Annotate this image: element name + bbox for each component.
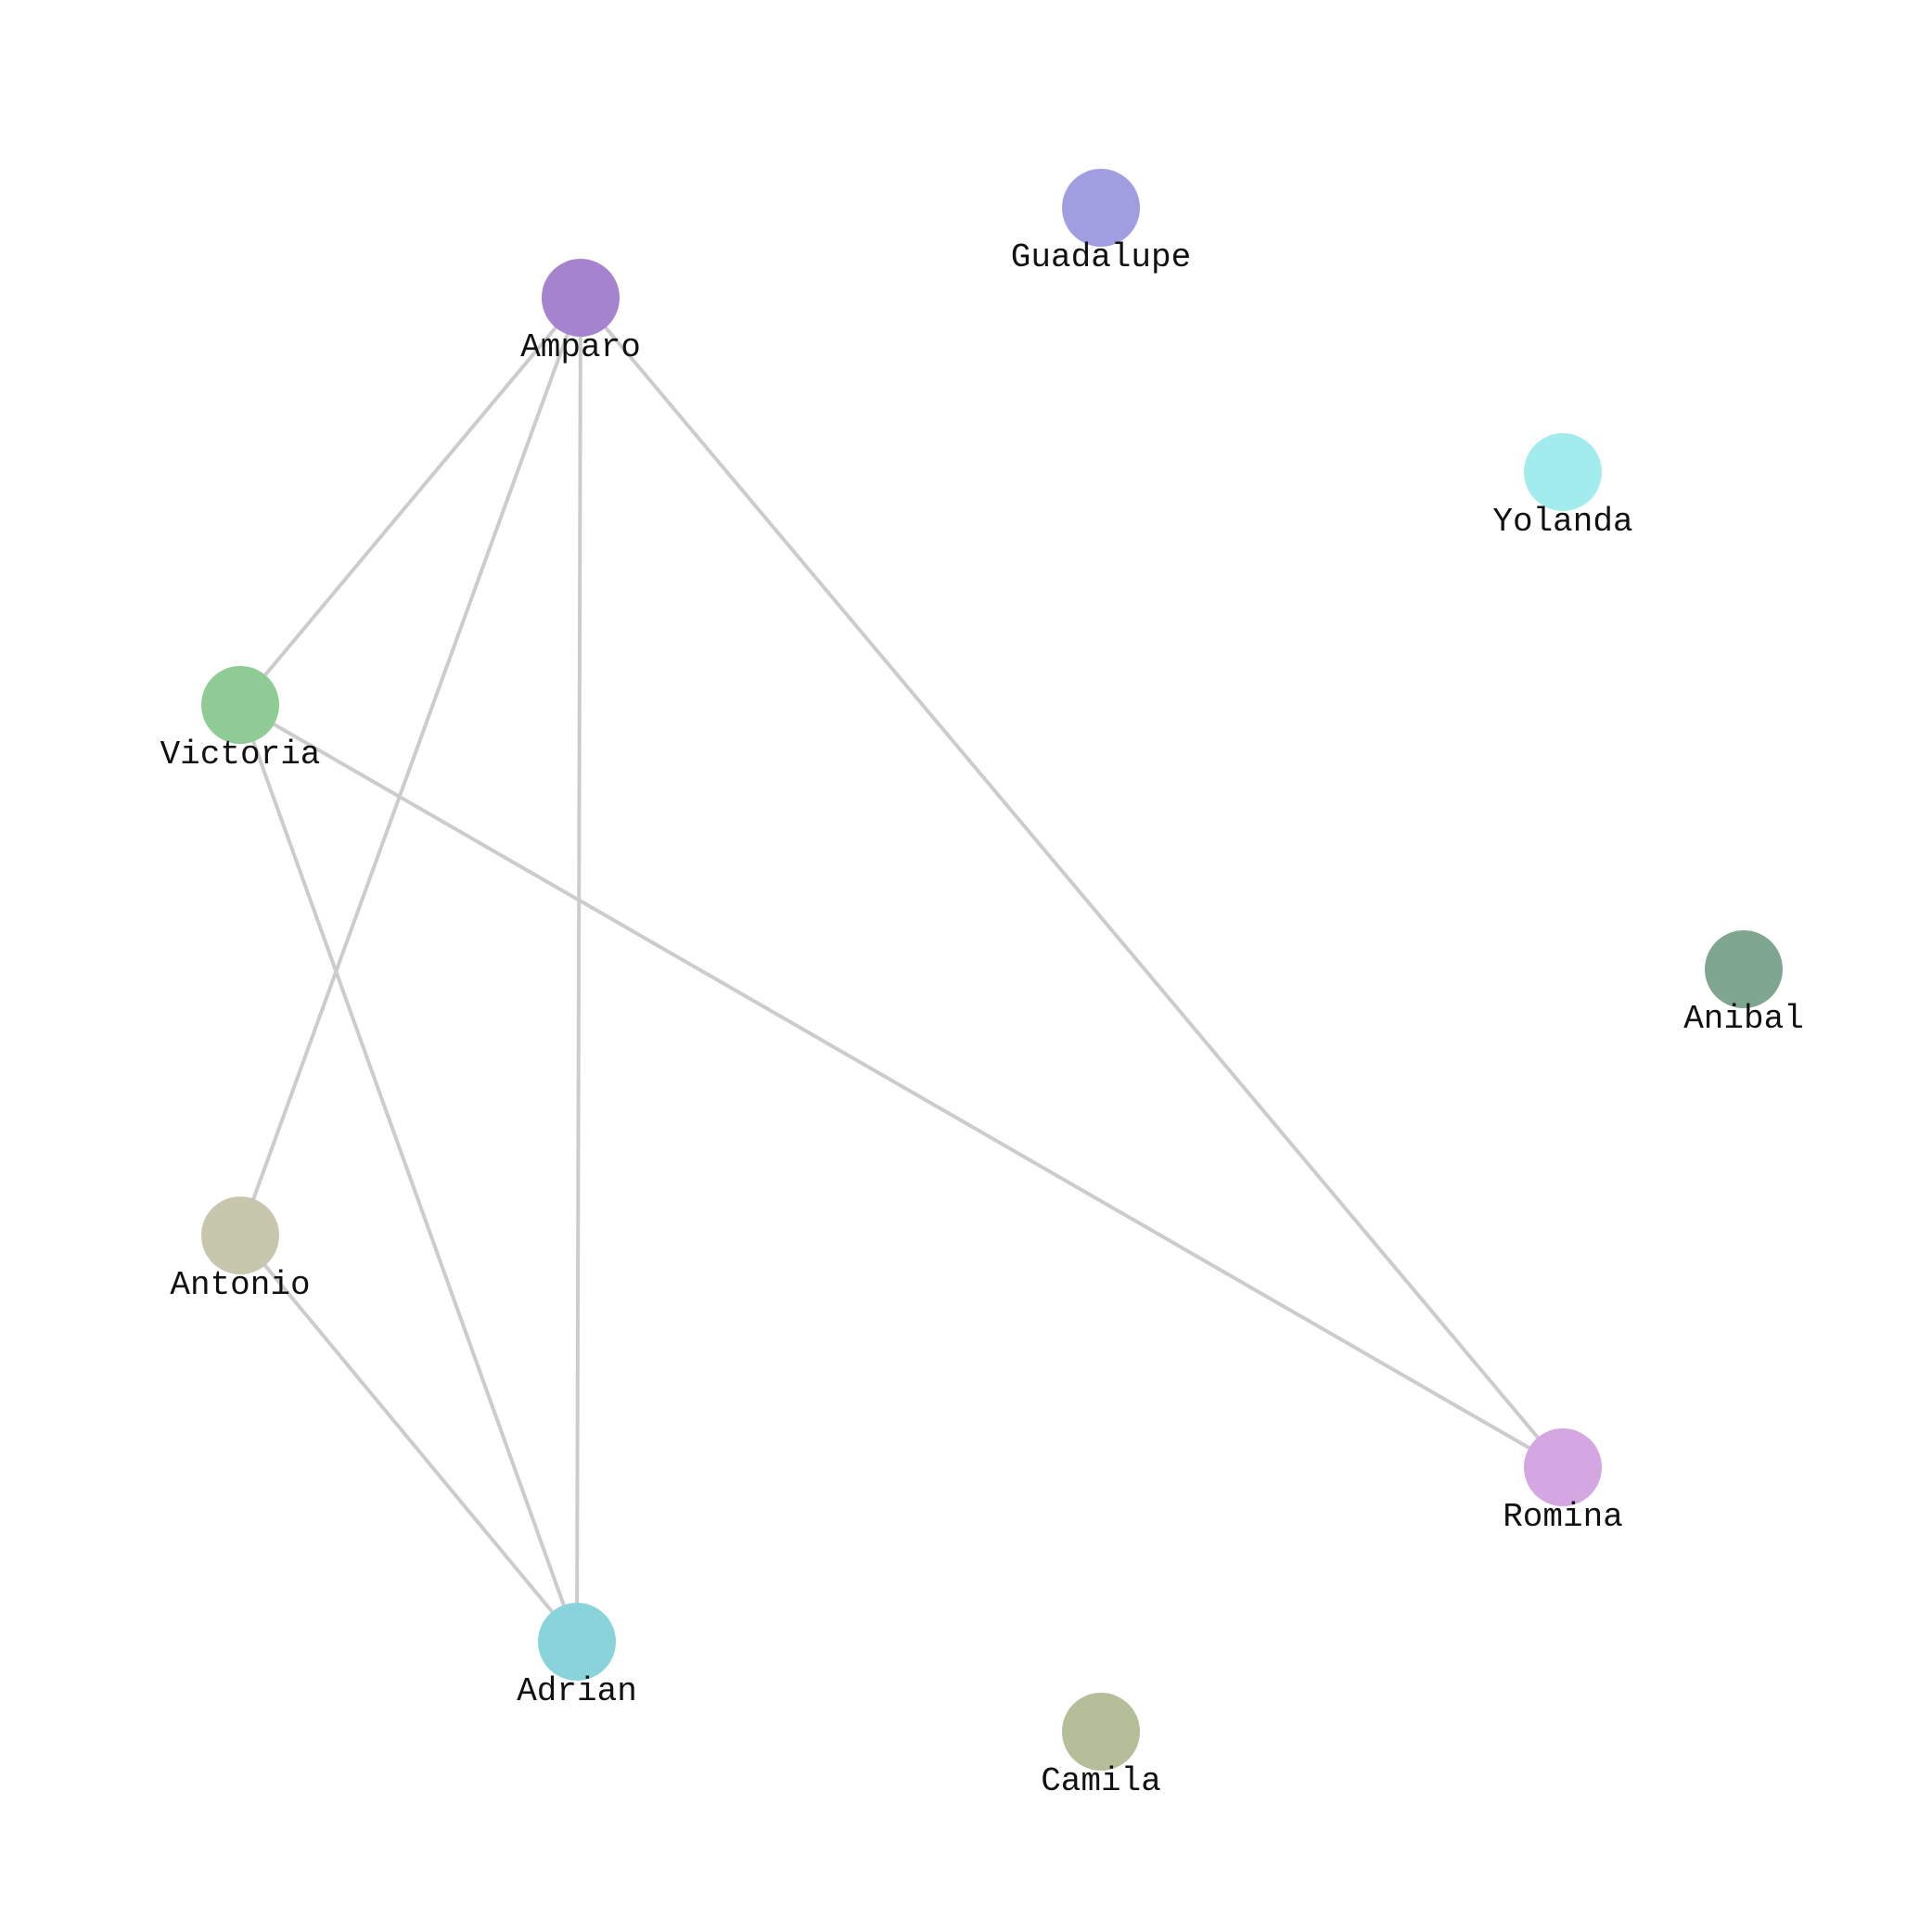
node-circle-antonio	[201, 1196, 279, 1274]
node-circle-adrian	[538, 1603, 616, 1681]
node-adrian: Adrian	[517, 1603, 637, 1710]
node-circle-guadalupe	[1062, 169, 1140, 247]
edge-amparo-victoria	[238, 296, 582, 707]
node-circle-anibal	[1705, 930, 1783, 1008]
node-guadalupe: Guadalupe	[1011, 169, 1191, 276]
node-antonio: Antonio	[170, 1196, 311, 1304]
node-circle-amparo	[542, 259, 620, 337]
node-anibal: Anibal	[1683, 930, 1804, 1038]
edge-amparo-antonio	[238, 297, 582, 1236]
edge-amparo-adrian	[575, 297, 582, 1643]
node-label-antonio: Antonio	[170, 1266, 310, 1304]
node-circle-victoria	[201, 666, 279, 744]
node-label-guadalupe: Guadalupe	[1011, 238, 1191, 276]
node-yolanda: Yolanda	[1492, 433, 1633, 541]
node-label-yolanda: Yolanda	[1492, 503, 1632, 541]
node-circle-camila	[1062, 1693, 1140, 1771]
node-label-adrian: Adrian	[517, 1672, 637, 1710]
edge-victoria-romina	[239, 703, 1564, 1469]
node-label-amparo: Amparo	[520, 328, 641, 366]
edge-amparo-romina	[579, 296, 1565, 1469]
node-amparo: Amparo	[520, 259, 641, 366]
nodes-layer: GuadalupeAmparoYolandaVictoriaAnibalAnto…	[160, 169, 1804, 1800]
node-label-camila: Camila	[1041, 1762, 1161, 1800]
node-label-anibal: Anibal	[1683, 1000, 1804, 1038]
node-circle-romina	[1524, 1428, 1602, 1506]
node-label-romina: Romina	[1503, 1498, 1623, 1536]
edge-antonio-adrian	[238, 1234, 579, 1644]
node-romina: Romina	[1503, 1428, 1623, 1536]
node-victoria: Victoria	[160, 666, 321, 774]
node-circle-yolanda	[1524, 433, 1602, 511]
edges-layer	[238, 296, 1565, 1644]
edge-victoria-adrian	[238, 704, 579, 1643]
node-label-victoria: Victoria	[160, 736, 321, 774]
node-camila: Camila	[1041, 1693, 1161, 1800]
